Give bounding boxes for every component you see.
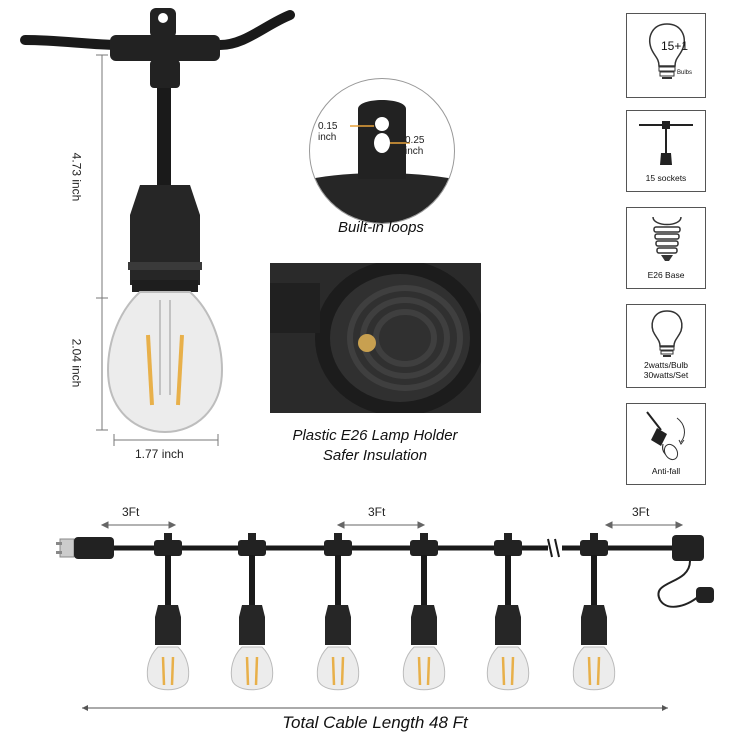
e26-label: E26 Base bbox=[647, 270, 685, 280]
feature-e26: E26 Base bbox=[626, 207, 706, 289]
female-plug bbox=[672, 535, 704, 561]
large-hole bbox=[374, 133, 390, 153]
wattage-label: 2watts/Bulb 30watts/Set bbox=[643, 360, 689, 380]
loop-large-label: 0.25 inch bbox=[405, 135, 425, 157]
spacing-right-label: 3Ft bbox=[632, 505, 650, 519]
bulbs-sub-text: Bulbs bbox=[677, 70, 693, 76]
feature-sockets: 15 sockets bbox=[626, 110, 706, 192]
small-hole bbox=[375, 117, 389, 131]
brass-contact bbox=[358, 334, 376, 352]
lamp-holder-photo bbox=[270, 263, 481, 413]
string-lights-illustration bbox=[56, 521, 714, 711]
feature-anti-fall: Anti-fall bbox=[626, 403, 706, 485]
feature-wattage: 2watts/Bulb 30watts/Set bbox=[626, 304, 706, 388]
string-bulb bbox=[146, 533, 190, 691]
feature-bulbs: 15+1 Bulbs bbox=[626, 13, 706, 98]
string-bulb bbox=[572, 533, 616, 691]
bulbs-count-icon bbox=[649, 23, 685, 79]
string-bulb bbox=[486, 533, 530, 691]
socket bbox=[130, 185, 200, 285]
wattage-icon bbox=[651, 310, 683, 357]
string-bulb bbox=[402, 533, 446, 691]
end-cap bbox=[696, 587, 714, 603]
spacing-mid-label: 3Ft bbox=[368, 505, 386, 519]
loops-caption: Built-in loops bbox=[338, 219, 424, 236]
height-top-label: 4.73 inch bbox=[69, 152, 84, 202]
width-bulb-label: 1.77 inch bbox=[135, 447, 184, 461]
drop-wire bbox=[157, 88, 171, 188]
filament-left bbox=[146, 334, 154, 406]
anti-fall-icon bbox=[646, 411, 685, 461]
bulb-glass bbox=[106, 291, 224, 434]
sockets-label: 15 sockets bbox=[645, 173, 687, 183]
t-junction bbox=[110, 35, 220, 61]
height-bulb-label: 2.04 inch bbox=[69, 338, 84, 388]
holder-caption-line1: Plastic E26 Lamp Holder bbox=[292, 427, 458, 444]
total-length-label: Total Cable Length 48 Ft bbox=[282, 713, 468, 732]
holder-caption-line2: Safer Insulation bbox=[322, 447, 428, 464]
holder-caption: Plastic E26 Lamp Holder Safer Insulation bbox=[255, 426, 495, 466]
sockets-icon bbox=[639, 121, 693, 165]
string-bulb bbox=[230, 533, 274, 691]
main-bulb-illustration bbox=[20, 8, 295, 446]
male-plug bbox=[74, 537, 114, 559]
loop-detail bbox=[309, 78, 455, 224]
string-bulb bbox=[316, 533, 360, 691]
bulbs-count-text: 15+1 bbox=[661, 39, 689, 53]
spacing-left-label: 3Ft bbox=[122, 505, 140, 519]
anti-fall-label: Anti-fall bbox=[651, 466, 681, 476]
e26-base-icon bbox=[652, 216, 682, 261]
filament-right bbox=[176, 334, 184, 406]
loop-small-label: 0.15 inch bbox=[318, 121, 338, 143]
